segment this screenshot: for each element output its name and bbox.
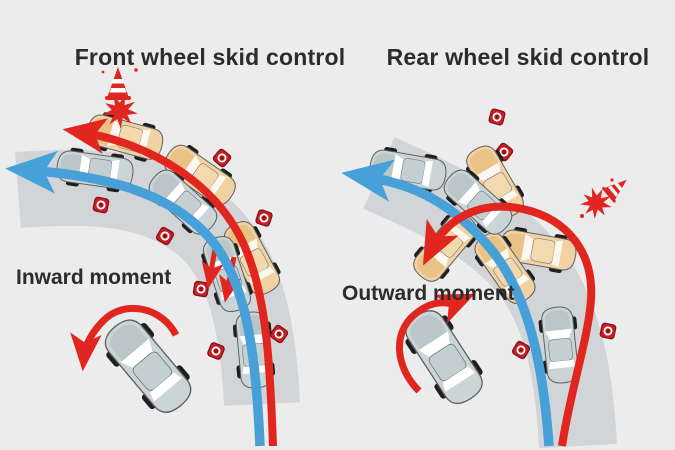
- skid-path-arrow: [422, 202, 596, 447]
- crash-point-right: [577, 172, 634, 223]
- rear-skid-panel: [341, 107, 634, 449]
- moment-demo-car: [94, 309, 202, 423]
- road-marker-icon: [487, 107, 507, 127]
- road-marker-icon: [91, 195, 111, 215]
- inward-moment-arrow-icon: [70, 304, 180, 372]
- road-marker-icon: [211, 147, 233, 169]
- outward-moment-arrow-icon: [396, 293, 476, 394]
- skid-path-arrow: [62, 118, 277, 447]
- front-skid-panel: [5, 67, 300, 447]
- road-marker-icon: [191, 279, 211, 299]
- crash-point-left: [100, 67, 140, 131]
- controlled-path-arrow: [341, 159, 554, 447]
- inward-moment-label: Inward moment: [16, 266, 172, 289]
- outward-moment-demo: [395, 293, 493, 413]
- road-marker-icon: [598, 321, 618, 341]
- outward-moment-label: Outward moment: [342, 282, 515, 305]
- road-marker-icon: [254, 208, 274, 228]
- controlled-path-arrow: [5, 150, 265, 447]
- panel-title-rear-wheel: Rear wheel skid control: [386, 44, 650, 70]
- panel-title-front-wheel: Front wheel skid control: [74, 44, 346, 70]
- traffic-cone-icon: [105, 67, 131, 100]
- inward-moment-demo: [70, 304, 202, 423]
